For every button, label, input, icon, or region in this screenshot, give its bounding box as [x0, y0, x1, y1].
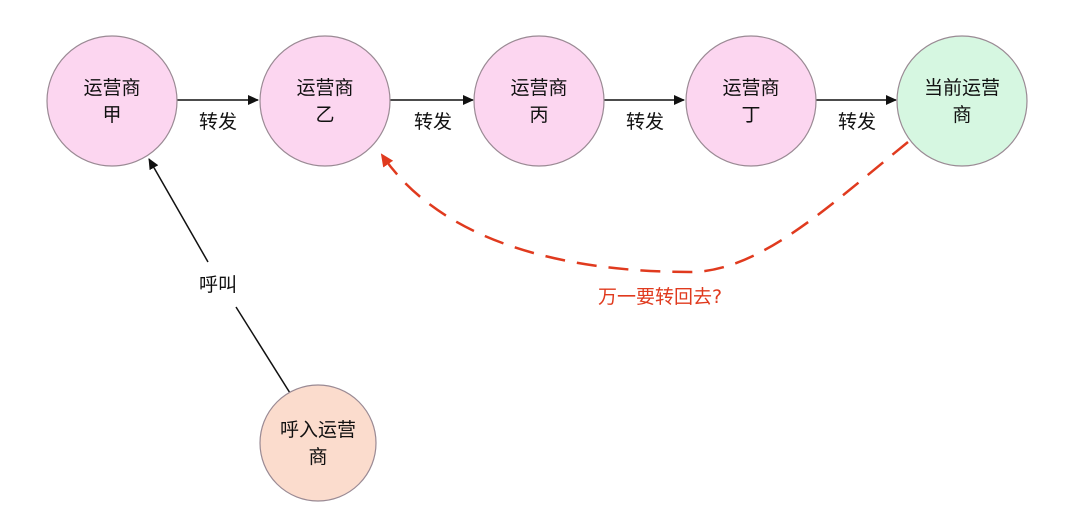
node-current-carrier: 当前运营 商 — [896, 35, 1028, 167]
current-carrier-line2: 商 — [952, 104, 971, 126]
carrier-yi-circle — [259, 35, 391, 167]
loop-back-label: 万一要转回去? — [598, 286, 722, 308]
call-line-lower — [235, 306, 291, 394]
node-carrier-ding: 运营商 丁 — [685, 35, 817, 167]
carrier-ding-line1: 运营商 — [722, 77, 779, 99]
edge-forward-4: 转发 — [815, 95, 897, 133]
node-inbound-carrier: 呼入运营 商 — [259, 384, 377, 502]
carrier-bing-circle — [473, 35, 605, 167]
carrier-ding-circle — [685, 35, 817, 167]
inbound-carrier-circle — [259, 384, 377, 502]
current-carrier-line1: 当前运营 — [924, 77, 1000, 99]
carrier-jia-circle — [46, 35, 178, 167]
call-arrow-upper — [148, 158, 209, 263]
carrier-ding-line2: 丁 — [741, 104, 760, 126]
node-carrier-jia: 运营商 甲 — [46, 35, 178, 167]
carrier-bing-line1: 运营商 — [510, 77, 567, 99]
carrier-jia-line2: 甲 — [102, 104, 121, 126]
inbound-carrier-line1: 呼入运营 — [280, 419, 356, 441]
forward-label-2: 转发 — [414, 111, 452, 133]
forward-label-4: 转发 — [838, 111, 876, 133]
edge-forward-3: 转发 — [603, 95, 685, 133]
edge-forward-1: 转发 — [177, 95, 259, 133]
call-label: 呼叫 — [199, 274, 237, 296]
edge-call: 呼叫 — [148, 158, 291, 394]
edge-loop-back: 万一要转回去? — [380, 141, 909, 308]
node-carrier-bing: 运营商 丙 — [473, 35, 605, 167]
edge-forward-2: 转发 — [390, 95, 474, 133]
carrier-yi-line2: 乙 — [315, 104, 334, 126]
loop-back-dashed-arrow — [380, 141, 909, 274]
carrier-bing-line2: 丙 — [529, 104, 548, 126]
inbound-carrier-line2: 商 — [308, 446, 327, 468]
carrier-yi-line1: 运营商 — [296, 77, 353, 99]
forward-label-3: 转发 — [626, 111, 664, 133]
current-carrier-circle — [896, 35, 1028, 167]
node-carrier-yi: 运营商 乙 — [259, 35, 391, 167]
carrier-jia-line1: 运营商 — [83, 77, 140, 99]
forward-label-1: 转发 — [199, 111, 237, 133]
